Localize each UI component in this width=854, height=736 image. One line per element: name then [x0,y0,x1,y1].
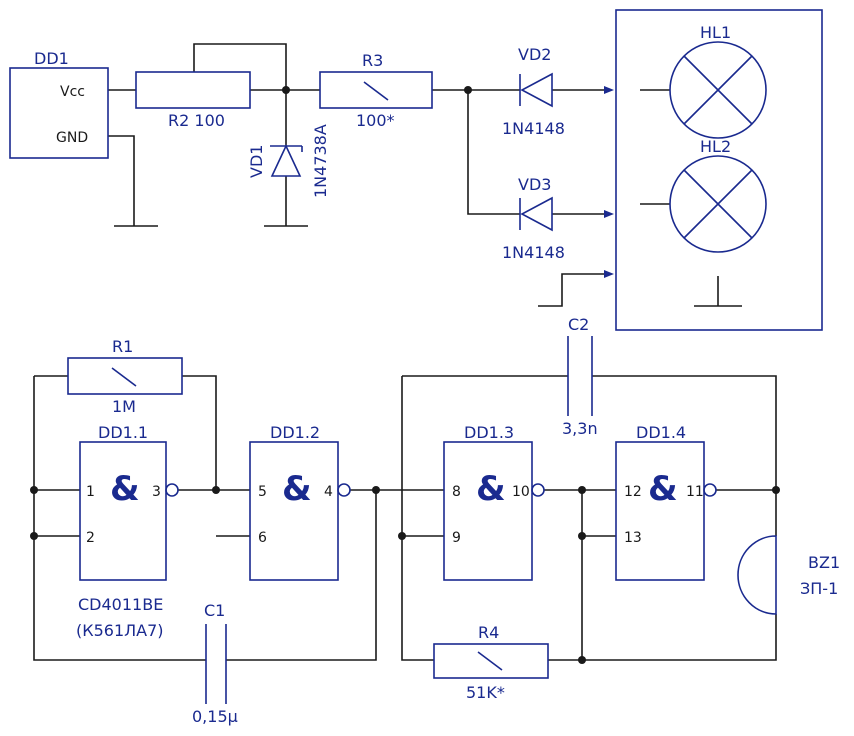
c2-capacitor [567,336,593,416]
pin-10: 10 [512,484,530,500]
gate-dd1-3 [443,441,533,581]
pin-12: 12 [624,484,642,500]
bz1-label: BZ1 [808,553,840,572]
gate-dd1-2-and-symbol: & [282,469,312,509]
pin-11: 11 [686,484,704,500]
r1-label: R1 [112,337,133,356]
dd1-3-label: DD1.3 [464,423,514,442]
gate-dd1-3-and-symbol: & [476,469,506,509]
r3-value: 100* [356,111,395,130]
pin-1: 1 [86,484,95,500]
vd2-diode [519,72,553,108]
r1-resistor [67,357,183,395]
hl1-lamp [669,41,767,139]
r4-label: R4 [478,623,499,642]
vd3-value: 1N4148 [502,243,565,262]
hl2-lamp [669,155,767,253]
oscillator-wires [33,375,777,661]
bz1-buzzer [737,535,777,615]
vd3-label: VD3 [518,175,551,194]
gate-dd1-3-output-bubble [531,483,545,497]
r3-resistor [319,71,433,109]
gate-dd1-4-output-bubble [703,483,717,497]
vd1-value: 1N4738A [311,124,330,198]
gnd-pin-label: GND [56,130,88,146]
bz1-value: ЗП-1 [800,579,838,598]
vd2-value: 1N4148 [502,119,565,138]
r4-value: 51K* [466,683,505,702]
pin-3: 3 [152,484,161,500]
gate-dd1-1-output-bubble [165,483,179,497]
c2-label: C2 [568,315,589,334]
r4-resistor [433,643,549,679]
gate-dd1-1-and-symbol: & [110,469,140,509]
dd1-4-label: DD1.4 [636,423,686,442]
r2-resistor [135,71,251,109]
vd1-zener [270,144,303,177]
pin-5: 5 [258,484,267,500]
vd1-label: VD1 [247,145,266,178]
vcc-pin-label: Vcc [60,84,85,100]
vd2-label: VD2 [518,45,551,64]
c1-capacitor [205,624,227,704]
pin-6: 6 [258,530,267,546]
chip-part-number-alt: (К561ЛА7) [76,621,164,640]
c1-label: C1 [204,601,225,620]
hl2-label: HL2 [700,137,731,156]
gate-dd1-4-and-symbol: & [648,469,678,509]
dd1-label: DD1 [34,49,69,68]
pin-4: 4 [324,484,333,500]
junction-dots [30,86,780,664]
c2-value: 3,3n [562,419,598,438]
r1-value: 1M [112,397,136,416]
gate-dd1-4 [615,441,705,581]
gate-dd1-1 [79,441,167,581]
arrowheads [604,86,614,278]
lamp-panel [615,9,823,331]
pin-8: 8 [452,484,461,500]
gate-dd1-2-output-bubble [337,483,351,497]
dd1-box [9,67,109,159]
dd1-2-label: DD1.2 [270,423,320,442]
pin-13: 13 [624,530,642,546]
r2-label: R2 100 [168,111,225,130]
vd3-diode [519,196,553,232]
pin-2: 2 [86,530,95,546]
pin-9: 9 [452,530,461,546]
hl1-label: HL1 [700,23,731,42]
r3-label: R3 [362,51,383,70]
dd1-1-label: DD1.1 [98,423,148,442]
power-wires [108,43,742,307]
chip-part-number: CD4011BE [78,595,163,614]
gate-dd1-2 [249,441,339,581]
c1-value: 0,15µ [192,707,238,726]
